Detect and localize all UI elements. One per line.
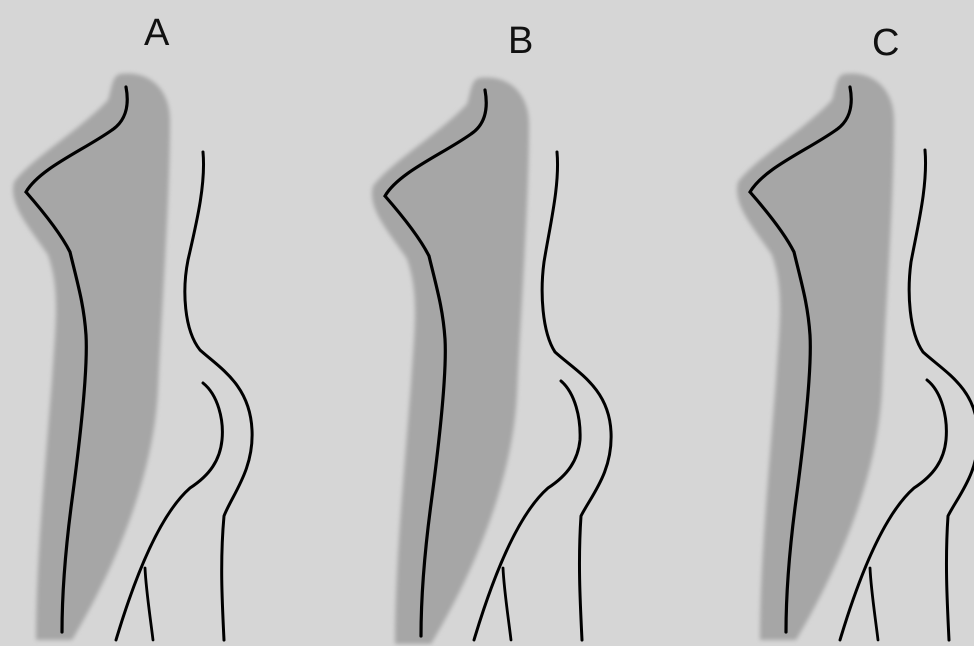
panel-a-label: A bbox=[144, 14, 169, 52]
panel-a-branch-line bbox=[145, 568, 153, 640]
panel-a-rear-contour bbox=[185, 152, 252, 640]
panel-c bbox=[737, 73, 974, 640]
panel-c-label: C bbox=[872, 24, 899, 62]
panel-a bbox=[13, 73, 252, 640]
panel-b bbox=[372, 77, 611, 644]
panel-b-branch-line bbox=[503, 568, 511, 640]
panel-b-shadow-region bbox=[372, 77, 529, 644]
panel-b-label: B bbox=[508, 22, 533, 60]
panel-c-rear-contour bbox=[909, 150, 974, 640]
panel-c-branch-line bbox=[870, 568, 878, 640]
panel-b-rear-contour bbox=[542, 152, 611, 640]
